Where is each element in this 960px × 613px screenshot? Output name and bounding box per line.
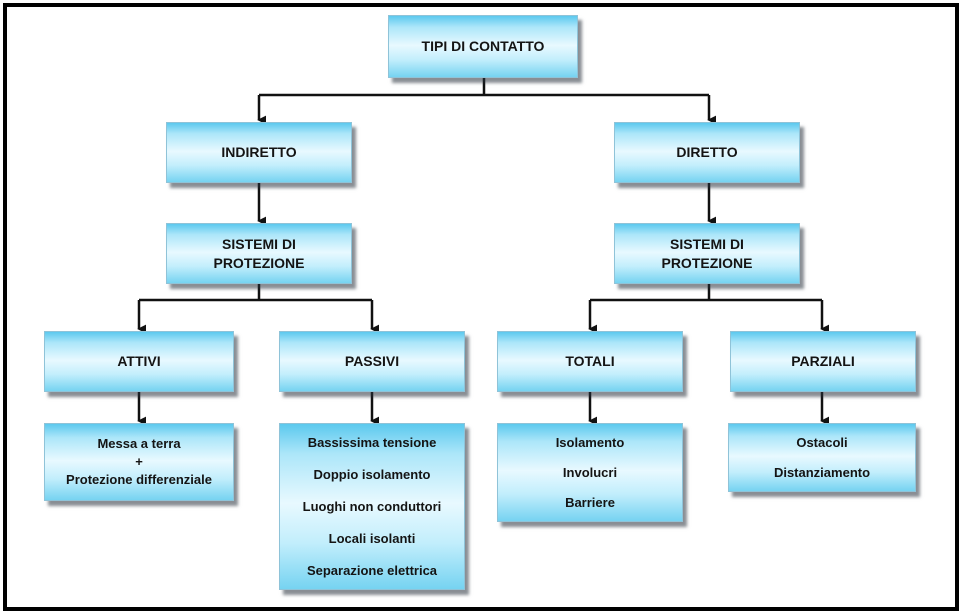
list-passivi-item: Locali isolanti xyxy=(328,530,416,546)
node-totali-label: TOTALI xyxy=(565,353,615,369)
list-totali-item: Isolamento xyxy=(555,434,625,450)
list-totali: Isolamento Involucri Barriere xyxy=(497,423,683,522)
node-indiretto-sistemi: SISTEMI DI PROTEZIONE xyxy=(166,223,352,284)
list-passivi-item: Separazione elettrica xyxy=(306,562,438,578)
node-parziali-label: PARZIALI xyxy=(791,353,855,369)
list-passivi-item: Doppio isolamento xyxy=(313,467,431,483)
node-diretto-sistemi: SISTEMI DI PROTEZIONE xyxy=(614,223,800,284)
node-indiretto: INDIRETTO xyxy=(166,122,352,183)
node-passivi: PASSIVI xyxy=(279,331,465,392)
list-parziali: Ostacoli Distanziamento xyxy=(728,423,916,492)
list-passivi: Bassissima tensione Doppio isolamento Lu… xyxy=(279,423,465,590)
list-parziali-item: Distanziamento xyxy=(773,465,871,481)
node-attivi: ATTIVI xyxy=(44,331,234,392)
node-diretto-sistemi-label: SISTEMI DI PROTEZIONE xyxy=(661,235,753,271)
node-indiretto-sistemi-label: SISTEMI DI PROTEZIONE xyxy=(213,235,305,271)
list-totali-item: Involucri xyxy=(562,464,618,480)
list-attivi: Messa a terra + Protezione differenziale xyxy=(44,423,234,501)
node-indiretto-label: INDIRETTO xyxy=(221,144,297,160)
node-parziali: PARZIALI xyxy=(730,331,916,392)
connector-root-bus xyxy=(259,78,709,97)
node-tipi-di-contatto-label: TIPI DI CONTATTO xyxy=(421,38,545,54)
node-tipi-di-contatto: TIPI DI CONTATTO xyxy=(388,15,578,78)
node-diretto-label: DIRETTO xyxy=(676,144,738,160)
list-attivi-item: + xyxy=(135,454,143,469)
list-attivi-item: Protezione differenziale xyxy=(66,472,212,487)
list-passivi-item: Bassissima tensione xyxy=(307,435,437,451)
diagram-frame xyxy=(3,3,959,611)
node-passivi-label: PASSIVI xyxy=(344,353,400,369)
connector-left-bus xyxy=(139,284,372,302)
list-totali-item: Barriere xyxy=(565,495,615,511)
node-totali: TOTALI xyxy=(497,331,683,392)
list-passivi-item: Luoghi non conduttori xyxy=(302,498,442,514)
node-attivi-label: ATTIVI xyxy=(117,353,161,369)
list-parziali-item: Ostacoli xyxy=(796,434,848,450)
node-diretto: DIRETTO xyxy=(614,122,800,183)
connector-right-bus xyxy=(590,284,822,302)
list-attivi-item: Messa a terra xyxy=(97,436,181,451)
